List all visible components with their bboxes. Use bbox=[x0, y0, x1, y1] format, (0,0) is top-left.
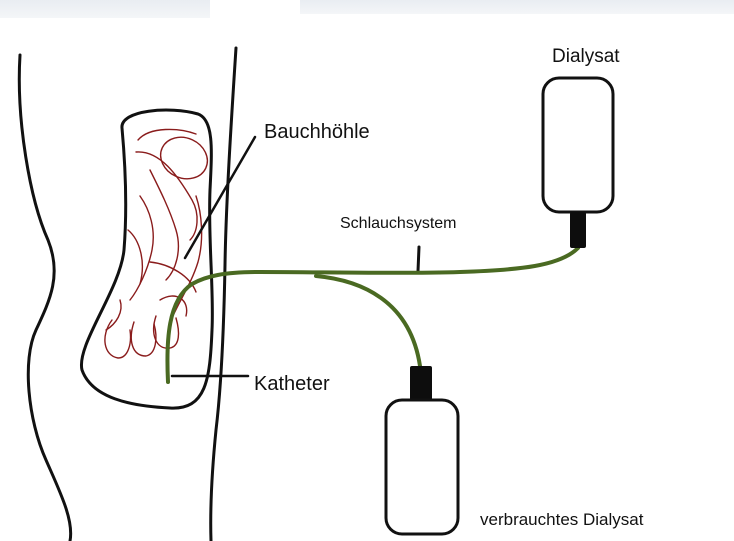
used-dialysate-label: verbrauchtes Dialysat bbox=[480, 511, 643, 528]
body-outline-right bbox=[211, 48, 236, 541]
tubing-leader bbox=[418, 247, 419, 271]
intestines bbox=[105, 129, 214, 358]
fresh-dialysate-bag bbox=[543, 78, 613, 248]
abdomen-leader bbox=[185, 137, 255, 258]
body-outline-left bbox=[19, 55, 70, 541]
abdominal-cavity bbox=[81, 110, 212, 408]
abdomen-label: Bauchhöhle bbox=[264, 122, 370, 142]
dialysate-label: Dialysat bbox=[552, 47, 620, 66]
tubing-label: Schlauchsystem bbox=[340, 216, 457, 232]
tubing bbox=[167, 248, 578, 382]
catheter-label: Katheter bbox=[254, 374, 330, 394]
used-dialysate-bag bbox=[386, 366, 458, 534]
